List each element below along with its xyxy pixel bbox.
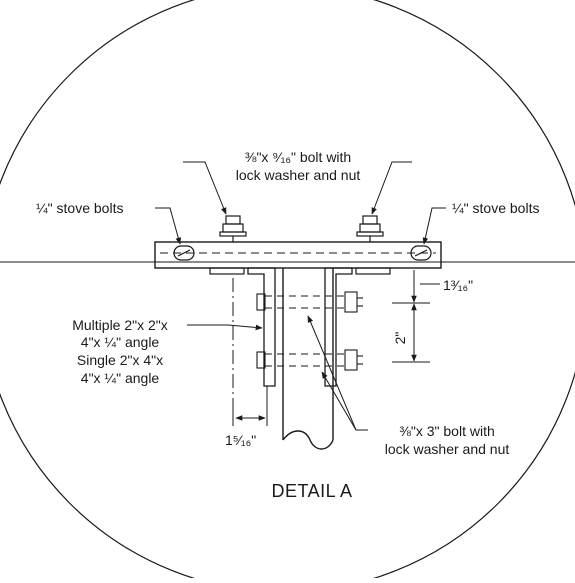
angle-right — [324, 267, 353, 387]
label-top-bolt-line2: lock washer and nut — [236, 167, 361, 183]
label-stove-left: ¼" stove bolts — [36, 200, 123, 216]
label-angle-multi-line2: 4"x ¼" angle — [81, 334, 160, 350]
label-angle-multi-line1: Multiple 2"x 2"x — [72, 317, 168, 333]
label-dim-top: 1³⁄₁₆" — [443, 277, 473, 293]
detail-title: DETAIL A — [271, 481, 352, 501]
label-stove-right: ¼" stove bolts — [452, 200, 539, 216]
label-angle-single-line2: 4"x ¼" angle — [81, 370, 160, 386]
label-bottom-bolt-line2: lock washer and nut — [385, 441, 510, 457]
through-bolt-lower — [256, 349, 363, 371]
label-dim-bottom: 1⁵⁄₁₆" — [225, 432, 256, 448]
top-bolt-left — [219, 215, 247, 242]
dimension-right — [392, 267, 440, 363]
top-bolt-right — [356, 215, 384, 242]
label-angle-single-line1: Single 2"x 4"x — [77, 352, 163, 368]
angle-left — [247, 267, 276, 387]
stove-bolt-right — [410, 245, 432, 261]
label-dim-vertical: 2" — [392, 332, 408, 345]
leaders — [155, 161, 446, 431]
washers-under-plate — [209, 267, 391, 275]
crossarm — [154, 241, 442, 269]
label-bottom-bolt-line1: ⅜"x 3" bolt with — [399, 423, 495, 439]
dimension-bottom — [232, 386, 268, 426]
through-bolt-upper — [256, 291, 363, 313]
label-top-bolt-line1: ⅜"x ⁹⁄₁₆" bolt with — [245, 149, 351, 165]
stove-bolt-left — [173, 245, 195, 261]
